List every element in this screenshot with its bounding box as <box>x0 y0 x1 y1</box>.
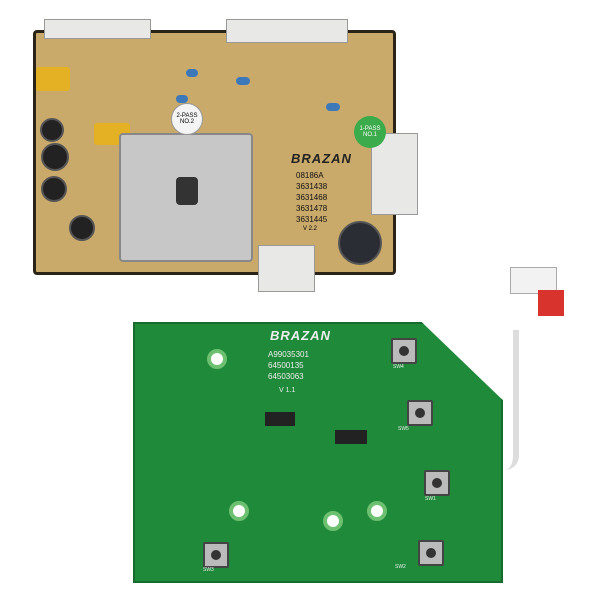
brand-logo: BRAZAN <box>291 151 352 166</box>
switch-label: SW5 <box>398 426 409 432</box>
part-number: 64503063 <box>268 372 304 381</box>
switch-sw3[interactable] <box>203 542 229 568</box>
rotary-selector <box>119 133 253 262</box>
switch-label: SW4 <box>393 364 404 370</box>
part-number: A99035301 <box>268 350 309 359</box>
part-numbers: 08186A 3631438 3631468 3631478 3631445 <box>296 170 327 225</box>
ic-chip <box>265 412 295 426</box>
connector <box>44 19 151 39</box>
mounting-hole <box>207 349 227 369</box>
switch-sw2[interactable] <box>418 540 444 566</box>
selector-knob <box>176 177 198 205</box>
buzzer <box>338 221 382 265</box>
connector <box>226 19 348 43</box>
switch-sw1[interactable] <box>424 470 450 496</box>
mounting-hole <box>229 501 249 521</box>
part-number: 3631438 <box>296 182 328 191</box>
connector <box>258 245 315 292</box>
part-number: 64500135 <box>268 361 304 370</box>
version-label: V 2.2 <box>303 226 318 232</box>
switch-label: SW3 <box>203 567 214 573</box>
part-numbers: A99035301 64500135 64503063 <box>268 349 309 382</box>
part-number: 3631445 <box>296 215 328 224</box>
switch-label: SW2 <box>395 564 406 570</box>
switch-sw5[interactable] <box>407 400 433 426</box>
capacitor <box>41 176 67 202</box>
part-number: 08186A <box>296 171 324 180</box>
mounting-hole <box>323 511 343 531</box>
capacitor <box>176 95 188 103</box>
switch-sw4[interactable] <box>391 338 417 364</box>
button-interface-board: BRAZAN A99035301 64500135 64503063 V 1.1 S… <box>133 322 503 583</box>
switch-label: SW1 <box>425 496 436 502</box>
capacitor <box>36 67 70 91</box>
capacitor <box>236 77 250 85</box>
capacitor <box>41 143 69 171</box>
mounting-hole <box>367 501 387 521</box>
wire-harness-connector <box>500 262 570 332</box>
ic-chip <box>335 430 367 444</box>
version-label: V 1.1 <box>279 387 296 394</box>
brand-logo: BRAZAN <box>270 328 331 343</box>
part-number: 3631468 <box>296 193 328 202</box>
capacitor <box>69 215 95 241</box>
part-number: 3631478 <box>296 204 328 213</box>
capacitor <box>326 103 340 111</box>
connector <box>371 133 418 215</box>
capacitor <box>40 118 64 142</box>
capacitor <box>186 69 198 77</box>
wires <box>505 330 519 470</box>
